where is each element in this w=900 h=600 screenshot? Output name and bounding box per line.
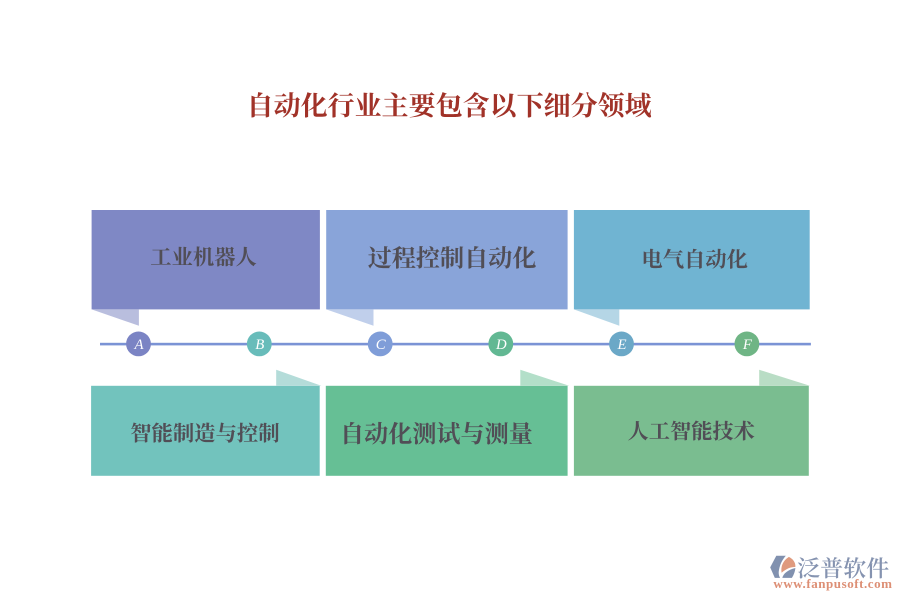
svg-text:B: B <box>255 337 264 353</box>
svg-text:A: A <box>133 337 144 353</box>
svg-text:D: D <box>495 337 507 353</box>
svg-text:E: E <box>616 337 626 353</box>
svg-text:F: F <box>742 337 753 353</box>
svg-text:www.fanpusoft.com: www.fanpusoft.com <box>773 576 892 591</box>
svg-text:C: C <box>376 337 386 353</box>
